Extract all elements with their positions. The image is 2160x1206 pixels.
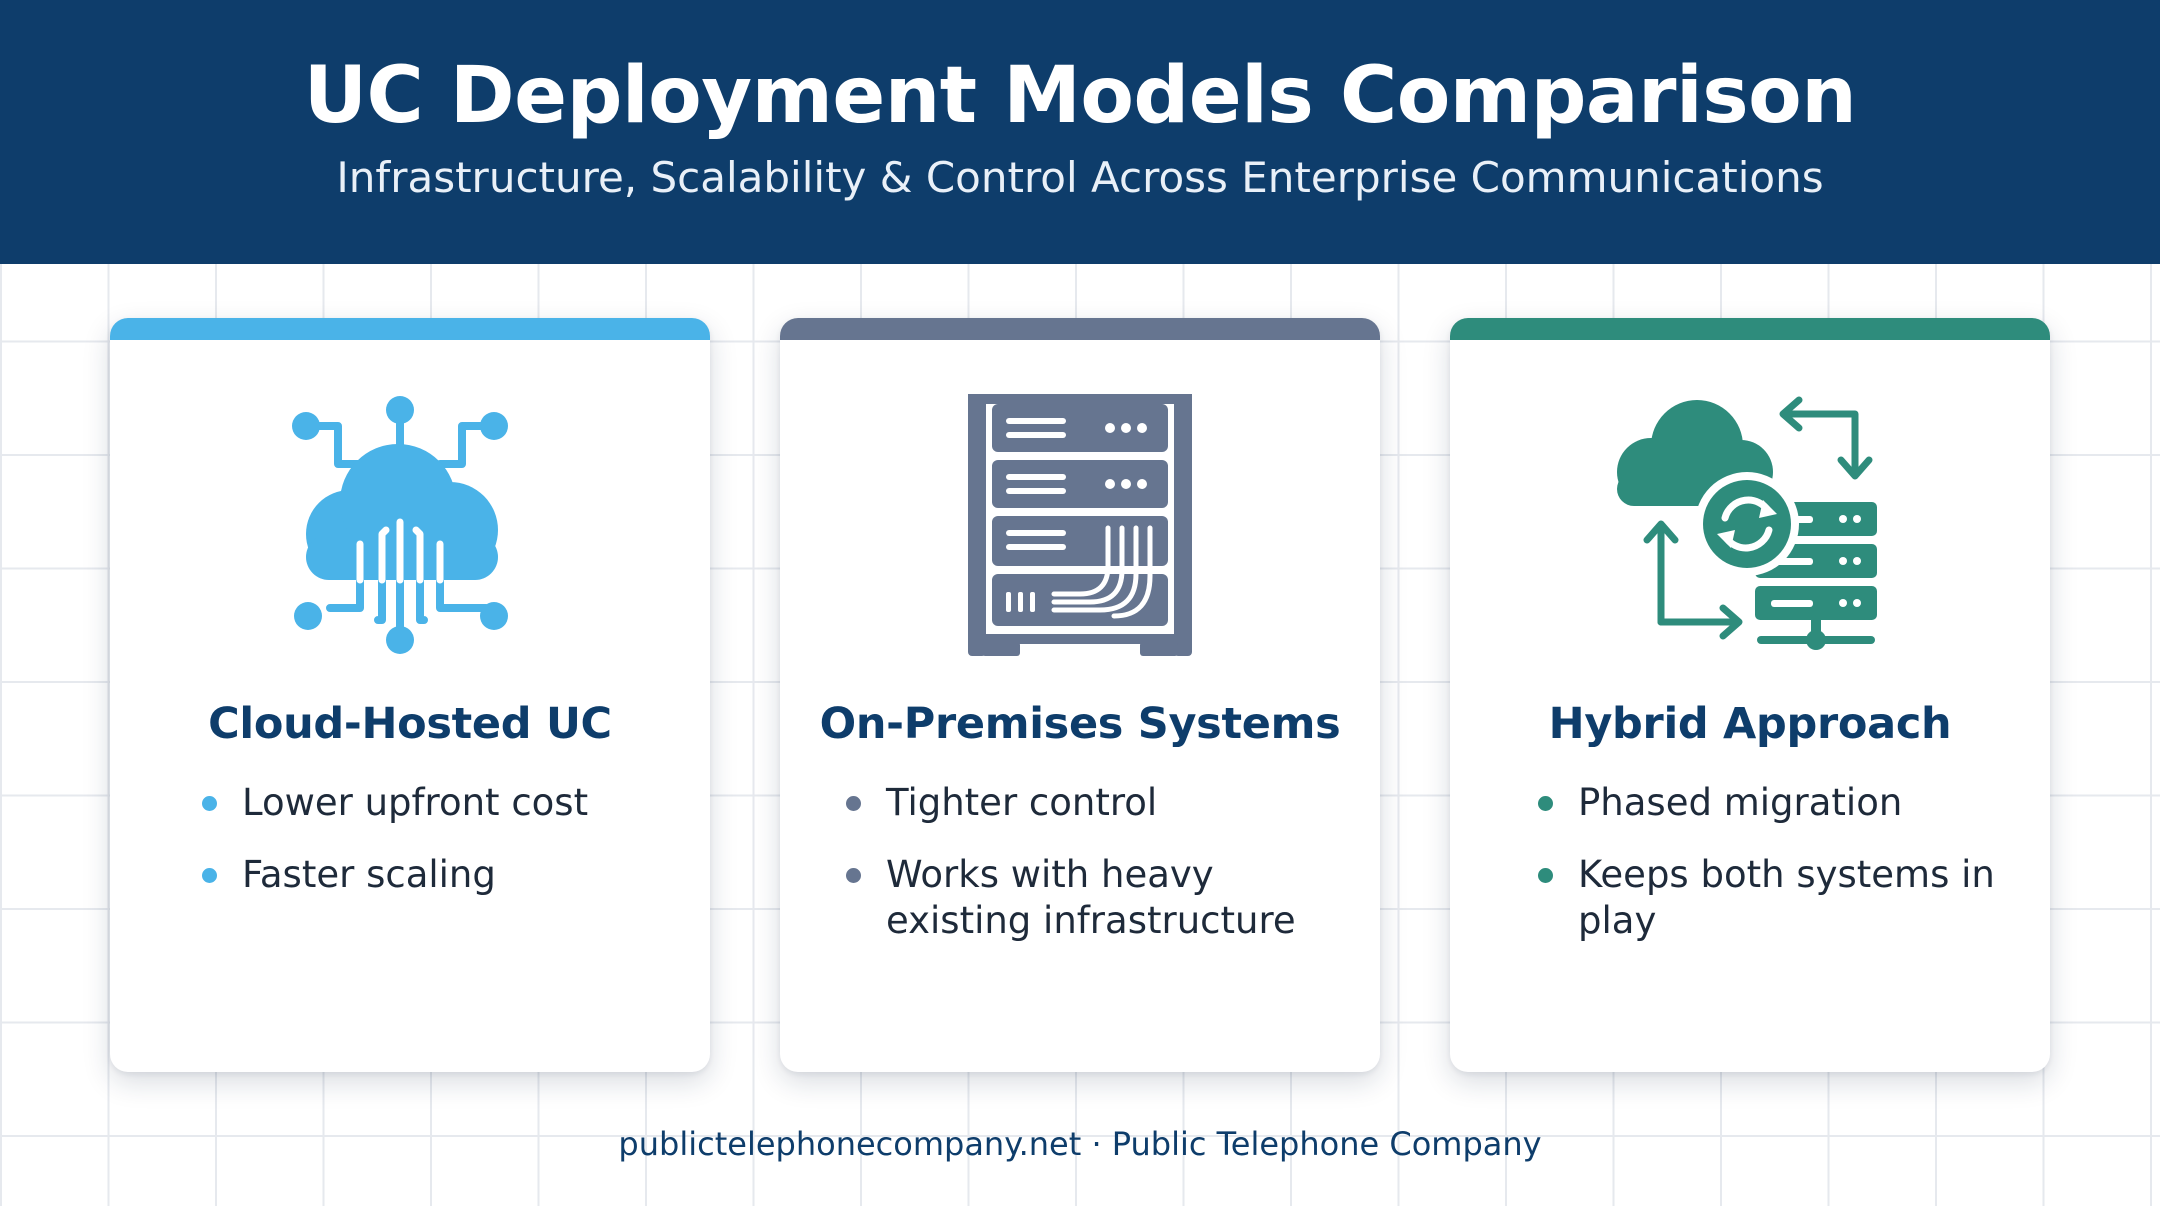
page-subtitle: Infrastructure, Scalability & Control Ac… — [336, 153, 1824, 202]
page-title: UC Deployment Models Comparison — [303, 51, 1857, 141]
server-rack-icon — [968, 394, 1192, 656]
card-title: On-Premises Systems — [819, 699, 1341, 749]
bullet-dot-icon — [846, 868, 861, 883]
list-item: Lower upfront cost — [202, 780, 672, 826]
header-banner: UC Deployment Models Comparison Infrastr… — [0, 0, 2160, 264]
bullet-dot-icon — [846, 796, 861, 811]
list-item: Works with heavy existing infrastructure — [846, 852, 1346, 944]
card-accent-bar — [110, 318, 710, 340]
bullet-list: Tighter control Works with heavy existin… — [846, 780, 1346, 970]
footer-attribution: publictelephonecompany.net · Public Tele… — [618, 1125, 1542, 1163]
card-title: Hybrid Approach — [1548, 699, 1952, 749]
bullet-list: Lower upfront cost Faster scaling — [202, 780, 672, 924]
card-cloud-hosted: Cloud-Hosted UC Lower upfront cost Faste… — [110, 318, 710, 1072]
card-title: Cloud-Hosted UC — [208, 699, 612, 749]
list-item: Phased migration — [1538, 780, 2018, 826]
card-accent-bar — [1450, 318, 2050, 340]
bullet-dot-icon — [1538, 796, 1553, 811]
cloud-sync-server-icon — [1617, 396, 1877, 650]
bullet-dot-icon — [1538, 868, 1553, 883]
list-item: Keeps both systems in play — [1538, 852, 2018, 944]
bullet-dot-icon — [202, 796, 217, 811]
list-item: Tighter control — [846, 780, 1346, 826]
cloud-network-icon — [292, 396, 508, 654]
bullet-list: Phased migration Keeps both systems in p… — [1538, 780, 2018, 970]
card-on-premises: On-Premises Systems Tighter control Work… — [780, 318, 1380, 1072]
card-accent-bar — [780, 318, 1380, 340]
card-hybrid: Hybrid Approach Phased migration Keeps b… — [1450, 318, 2050, 1072]
list-item: Faster scaling — [202, 852, 672, 898]
bullet-dot-icon — [202, 868, 217, 883]
